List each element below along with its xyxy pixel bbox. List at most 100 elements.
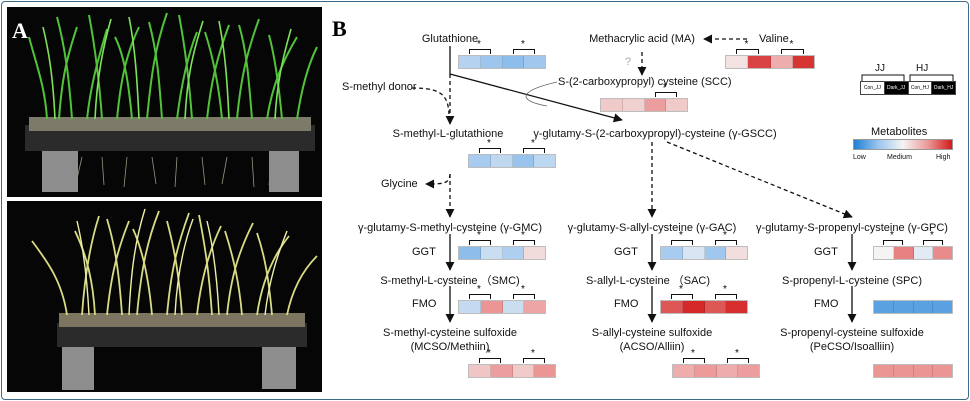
legend-sample-dark-hj: Dark_HJ [932,82,955,94]
heatmap-cell [661,301,683,313]
heatmap-cell [893,301,914,313]
legend-brackets [861,74,954,81]
heatmap-glutathione [458,55,546,69]
significance-bracket [655,92,677,97]
significance-star: * [890,230,894,241]
heatmap-cell [661,247,683,259]
heatmap-cell [512,365,535,377]
significance-star: * [521,39,525,50]
heatmap-cell [673,365,695,377]
heatmap-cell [512,155,535,167]
heatmap-cell [770,56,793,68]
heatmap-cell [913,301,934,313]
heatmap-scc [600,98,688,112]
significance-bracket [513,240,535,245]
significance-bracket [469,294,491,299]
significance-bracket [727,358,749,363]
heatmap-cell [726,301,747,313]
enzyme-ggt-2: GGT [614,246,638,258]
heatmap-cell [913,365,934,377]
significance-bracket [479,358,501,363]
node-s-methyl-donor: S-methyl donor [342,81,417,93]
legend-title: Metabolites [871,126,928,138]
heatmap-cell [748,56,771,68]
heatmap-smc [458,300,546,314]
heatmap-cell [601,99,623,111]
significance-star: * [723,230,727,241]
heatmap-valine [725,55,815,69]
arrow-ygscc-to-ygpc [666,141,853,219]
heatmap-cell [480,301,503,313]
significance-star: * [663,82,667,93]
photo-green-seedlings [7,7,322,197]
node-glutathione: Glutathione [421,33,479,45]
significance-star: * [521,284,525,295]
heatmap-cell [874,247,894,259]
significance-bracket [671,294,693,299]
node-ygmc: γ-glutamy-S-methyl-cysteine (γ-GMC) [358,222,542,234]
significance-bracket [469,240,491,245]
heatmap-cell [716,365,739,377]
heatmap-cell [704,301,727,313]
significance-star: * [477,230,481,241]
heatmap-cell [933,301,952,313]
node-sac: S-allyl-L-cysteine （SAC) [585,275,711,287]
node-pecso-abbrev: (PeCSO/Isoalliin) [809,341,895,353]
significance-star: * [531,348,535,359]
arrow-smethyl-donor [411,87,450,115]
heatmap-cell [534,155,555,167]
node-glycine: Glycine [381,178,418,190]
significance-star: * [487,138,491,149]
enzyme-fmo-3: FMO [814,298,839,310]
heatmap-cell [622,99,645,111]
node-spc: S-propenyl-L-cysteine (SPC) [782,275,922,287]
significance-bracket [883,240,903,245]
significance-bracket [715,240,737,245]
heatmap-cell [874,365,894,377]
heatmap-cell [792,56,814,68]
significance-bracket [523,148,545,153]
unknown-step-mark: ? [625,56,632,68]
heatmap-cell [726,247,747,259]
significance-bracket [671,240,693,245]
heatmap-cell [480,56,503,68]
significance-star: * [679,284,683,295]
heatmap-cell [682,301,705,313]
heatmap-s-methyl-glutathione [468,154,556,168]
heatmap-cell [682,247,705,259]
heatmap-mcso [468,364,556,378]
heatmap-cell [726,56,749,68]
heatmap-cell [459,247,481,259]
heatmap-ygac [660,246,748,260]
photo-yellow-seedlings [7,201,322,392]
legend-sample-con-jj: Con_JJ [861,82,885,94]
heatmap-cell [893,247,914,259]
node-smc: S-methyl-L-cysteine （SMC) [380,275,520,287]
significance-bracket [781,49,804,54]
enzyme-fmo-2: FMO [614,298,639,310]
node-acso-abbrev: (ACSO/Alliin) [619,341,685,353]
heatmap-cell [480,247,503,259]
significance-bracket [469,49,491,54]
heatmap-cell [502,247,525,259]
heatmap-ygmc [458,246,546,260]
significance-bracket [513,49,535,54]
node-valine: Valine [759,33,789,45]
significance-star: * [477,284,481,295]
heatmap-cell [738,365,759,377]
heatmap-cell [534,365,555,377]
significance-star: * [930,230,934,241]
panel-label-b: B [332,16,347,41]
heatmap-cell [694,365,717,377]
heatmap-cell [874,301,894,313]
significance-bracket [736,49,759,54]
heatmap-cell [524,56,545,68]
significance-bracket [683,358,705,363]
heatmap-cell [469,155,491,167]
heatmap-cell [490,365,513,377]
significance-star: * [789,39,794,50]
heatmap-cell [704,247,727,259]
heatmap-spc [873,300,953,314]
legend-medium: Medium [887,154,912,161]
